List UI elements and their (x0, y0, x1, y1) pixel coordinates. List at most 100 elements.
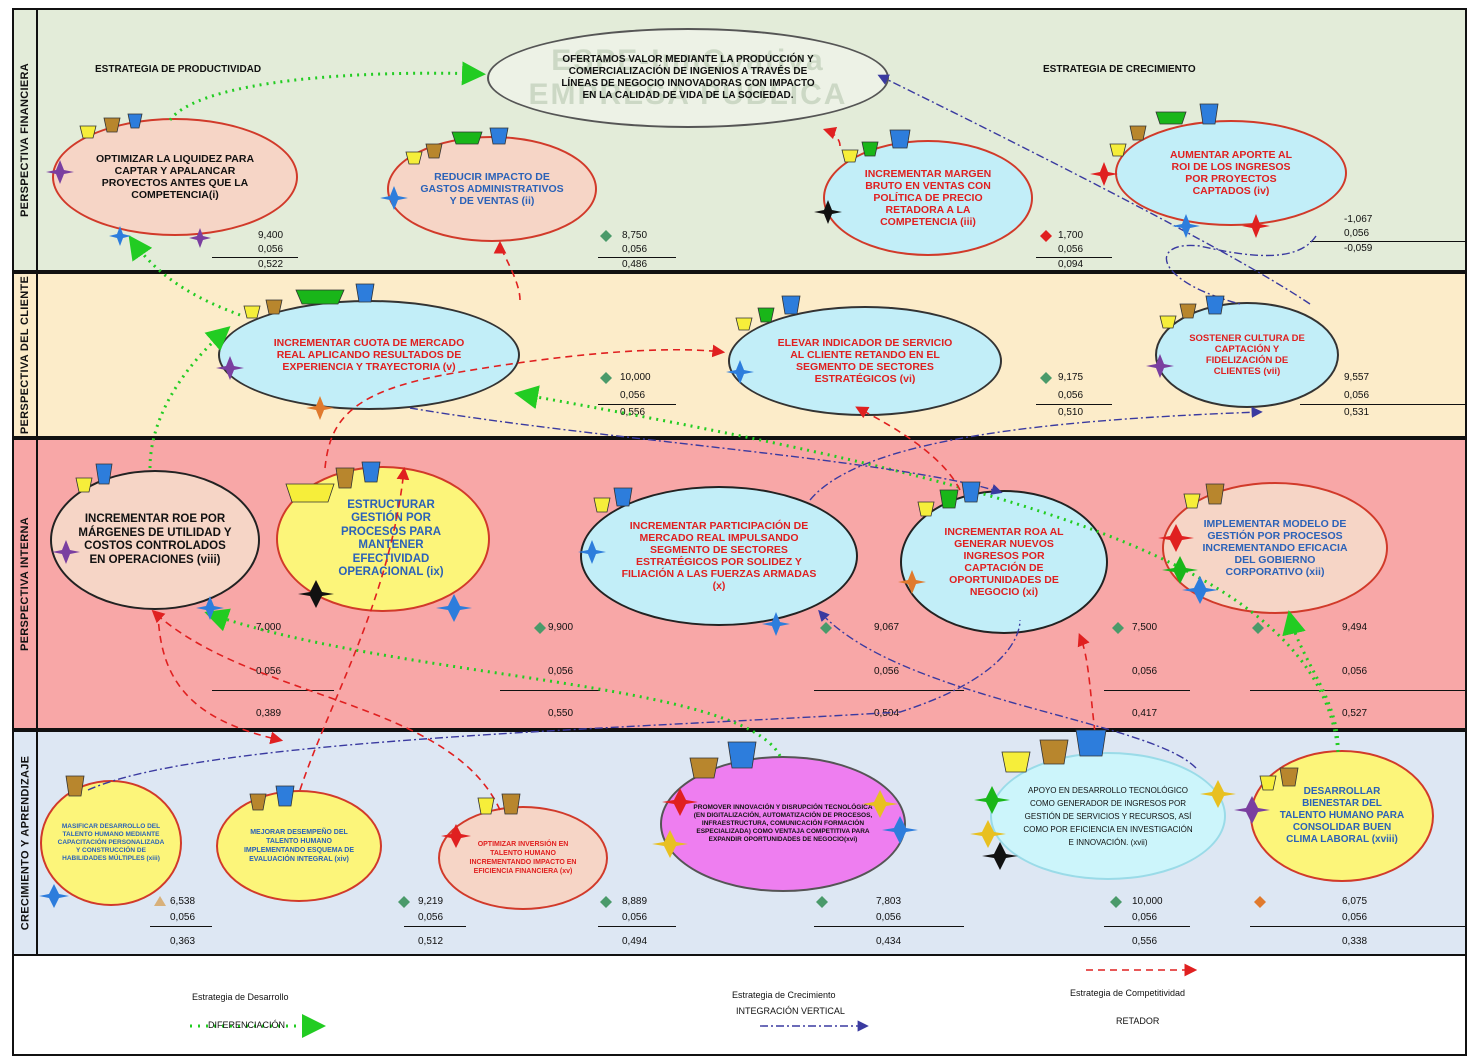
mission-ellipse: ESPE-InnOvativa EMPRESA PUBLICA OFERTAMO… (487, 28, 889, 128)
metric-viii-value: 7,000 (256, 622, 282, 633)
metric-ix-rule (500, 690, 600, 691)
metric-vii-weight: 0,056 (1344, 390, 1370, 401)
metric-xv-result: 0,494 (622, 936, 648, 947)
objective-xv[interactable]: OPTIMIZAR INVERSIÓN EN TALENTO HUMANO IN… (438, 806, 608, 910)
objective-x[interactable]: INCREMENTAR PARTICIPACIÓN DE MERCADO REA… (580, 486, 858, 626)
metric-xvi-weight: 0,056 (876, 912, 902, 923)
metric-xi-weight: 0,056 (1132, 666, 1158, 677)
metric-x-rule (814, 690, 964, 691)
metric-xvi-result: 0,434 (876, 936, 902, 947)
metric-xi-value: 7,500 (1132, 622, 1158, 633)
metric-xiv-rule (404, 926, 466, 927)
metric-x-value: 9,067 (874, 622, 900, 633)
objective-iv[interactable]: AUMENTAR APORTE AL ROI DE LOS INGRESOS P… (1115, 120, 1347, 226)
metric-iii-rule (1036, 257, 1112, 258)
metric-xiv-value: 9,219 (418, 896, 444, 907)
objective-ii[interactable]: REDUCIR IMPACTO DE GASTOS ADMINISTRATIVO… (387, 136, 597, 242)
legend-band (12, 956, 1467, 1056)
metric-iv-value: -1,067 (1344, 214, 1373, 225)
objective-xvi[interactable]: PROMOVER INNOVACIÓN Y DISRUPCIÓN TECNOLÓ… (660, 756, 906, 892)
metric-xiii-weight: 0,056 (170, 912, 196, 923)
legend-development-strategy: Estrategia de Desarrollo (192, 992, 289, 1002)
objective-i[interactable]: OPTIMIZAR LA LIQUIDEZ PARA CAPTAR Y APAL… (52, 118, 298, 236)
metric-vi-weight: 0,056 (1058, 390, 1084, 401)
metric-xiii-rule (150, 926, 212, 927)
financial-perspective-label: PERSPECTIVA FINANCIERA (14, 10, 38, 270)
metric-xi-result: 0,417 (1132, 708, 1158, 719)
metric-xviii-weight: 0,056 (1342, 912, 1368, 923)
metric-iii-value: 1,700 (1058, 230, 1084, 241)
objective-xvii[interactable]: APOYO EN DESARROLLO TECNOLÓGICO COMO GEN… (990, 752, 1226, 880)
metric-vii-value: 9,557 (1344, 372, 1370, 383)
mission-statement: OFERTAMOS VALOR MEDIANTE LA PRODUCCIÓN Y… (561, 54, 815, 101)
metric-viii-weight: 0,056 (256, 666, 282, 677)
metric-v-weight: 0,056 (620, 390, 646, 401)
metric-viii-rule (212, 690, 334, 691)
metric-viii-result: 0,389 (256, 708, 282, 719)
metric-iv-rule (1310, 241, 1466, 242)
client-perspective-label: PERSPECTIVA DEL CLIENTE (14, 274, 38, 436)
objective-vi[interactable]: ELEVAR INDICADOR DE SERVICIO AL CLIENTE … (728, 306, 1002, 416)
metric-xviii-rule (1250, 926, 1466, 927)
learning-perspective-label: CRECIMIENTO Y APRENDIZAJE (14, 732, 38, 954)
objective-xii[interactable]: IMPLEMENTAR MODELO DE GESTIÓN POR PROCES… (1162, 482, 1388, 614)
objective-xiii[interactable]: MASIFICAR DESARROLLO DEL TALENTO HUMANO … (40, 780, 182, 906)
objective-viii[interactable]: INCREMENTAR ROE POR MÁRGENES DE UTILIDAD… (50, 470, 260, 610)
metric-v-value: 10,000 (620, 372, 651, 383)
metric-xii-value: 9,494 (1342, 622, 1368, 633)
metric-i-result: 0,522 (258, 259, 284, 270)
metric-ii-result: 0,486 (622, 259, 648, 270)
metric-xiv-weight: 0,056 (418, 912, 444, 923)
metric-vi-rule (1036, 404, 1112, 405)
internal-perspective-label: PERSPECTIVA INTERNA (14, 440, 38, 728)
metric-v-result: 0,556 (620, 407, 646, 418)
objective-ix[interactable]: ESTRUCTURAR GESTIÓN POR PROCESOS PARA MA… (276, 466, 490, 612)
objective-xviii[interactable]: DESARROLLAR BIENESTAR DEL TALENTO HUMANO… (1250, 750, 1434, 882)
metric-xvii-result: 0,556 (1132, 936, 1158, 947)
metric-iv-weight: 0,056 (1344, 228, 1370, 239)
metric-xiii-result: 0,363 (170, 936, 196, 947)
metric-xii-weight: 0,056 (1342, 666, 1368, 677)
metric-i-value: 9,400 (258, 230, 284, 241)
objective-vii[interactable]: SOSTENER CULTURA DE CAPTACIÓN Y FIDELIZA… (1155, 302, 1339, 408)
legend-challenger: RETADOR (1116, 1016, 1160, 1026)
metric-xvi-rule (814, 926, 964, 927)
metric-i-weight: 0,056 (258, 244, 284, 255)
metric-xiii-value: 6,538 (170, 896, 196, 907)
metric-xi-rule (1104, 690, 1190, 691)
metric-iii-result: 0,094 (1058, 259, 1084, 270)
legend-competitiveness-strategy: Estrategia de Competitividad (1070, 988, 1186, 998)
metric-xvii-value: 10,000 (1132, 896, 1163, 907)
metric-vii-result: 0,531 (1344, 407, 1370, 418)
metric-vi-value: 9,175 (1058, 372, 1084, 383)
legend-differentiation: DIFERENCIACIÓN (208, 1020, 286, 1030)
metric-iv-result: -0,059 (1344, 243, 1373, 254)
metric-v-rule (598, 404, 676, 405)
metric-vi-result: 0,510 (1058, 407, 1084, 418)
metric-ix-weight: 0,056 (548, 666, 574, 677)
metric-xv-weight: 0,056 (622, 912, 648, 923)
growth-strategy-title: ESTRATEGIA DE CRECIMIENTO (1043, 64, 1196, 75)
metric-iii-weight: 0,056 (1058, 244, 1084, 255)
metric-xv-rule (598, 926, 676, 927)
productivity-strategy-title: ESTRATEGIA DE PRODUCTIVIDAD (95, 64, 262, 75)
objective-v[interactable]: INCREMENTAR CUOTA DE MERCADO REAL APLICA… (218, 300, 520, 410)
metric-xvii-rule (1104, 926, 1190, 927)
metric-xvi-value: 7,803 (876, 896, 902, 907)
objective-iii[interactable]: INCREMENTAR MARGEN BRUTO EN VENTAS CON P… (823, 140, 1033, 256)
metric-ix-value: 9,900 (548, 622, 574, 633)
metric-xii-result: 0,527 (1342, 708, 1368, 719)
legend-growth-strategy: Estrategia de Crecimiento (732, 990, 836, 1000)
metric-ix-result: 0,550 (548, 708, 574, 719)
metric-vii-rule (1300, 404, 1466, 405)
metric-ii-value: 8,750 (622, 230, 648, 241)
legend-vertical-integration: INTEGRACIÓN VERTICAL (736, 1006, 845, 1016)
metric-ii-rule (598, 257, 676, 258)
metric-xviii-result: 0,338 (1342, 936, 1368, 947)
metric-xv-value: 8,889 (622, 896, 648, 907)
objective-xiv[interactable]: MEJORAR DESEMPEÑO DEL TALENTO HUMANO IMP… (216, 790, 382, 902)
metric-ii-weight: 0,056 (622, 244, 648, 255)
metric-xvii-weight: 0,056 (1132, 912, 1158, 923)
metric-x-weight: 0,056 (874, 666, 900, 677)
objective-xi[interactable]: INCREMENTAR ROA AL GENERAR NUEVOS INGRES… (900, 490, 1108, 634)
